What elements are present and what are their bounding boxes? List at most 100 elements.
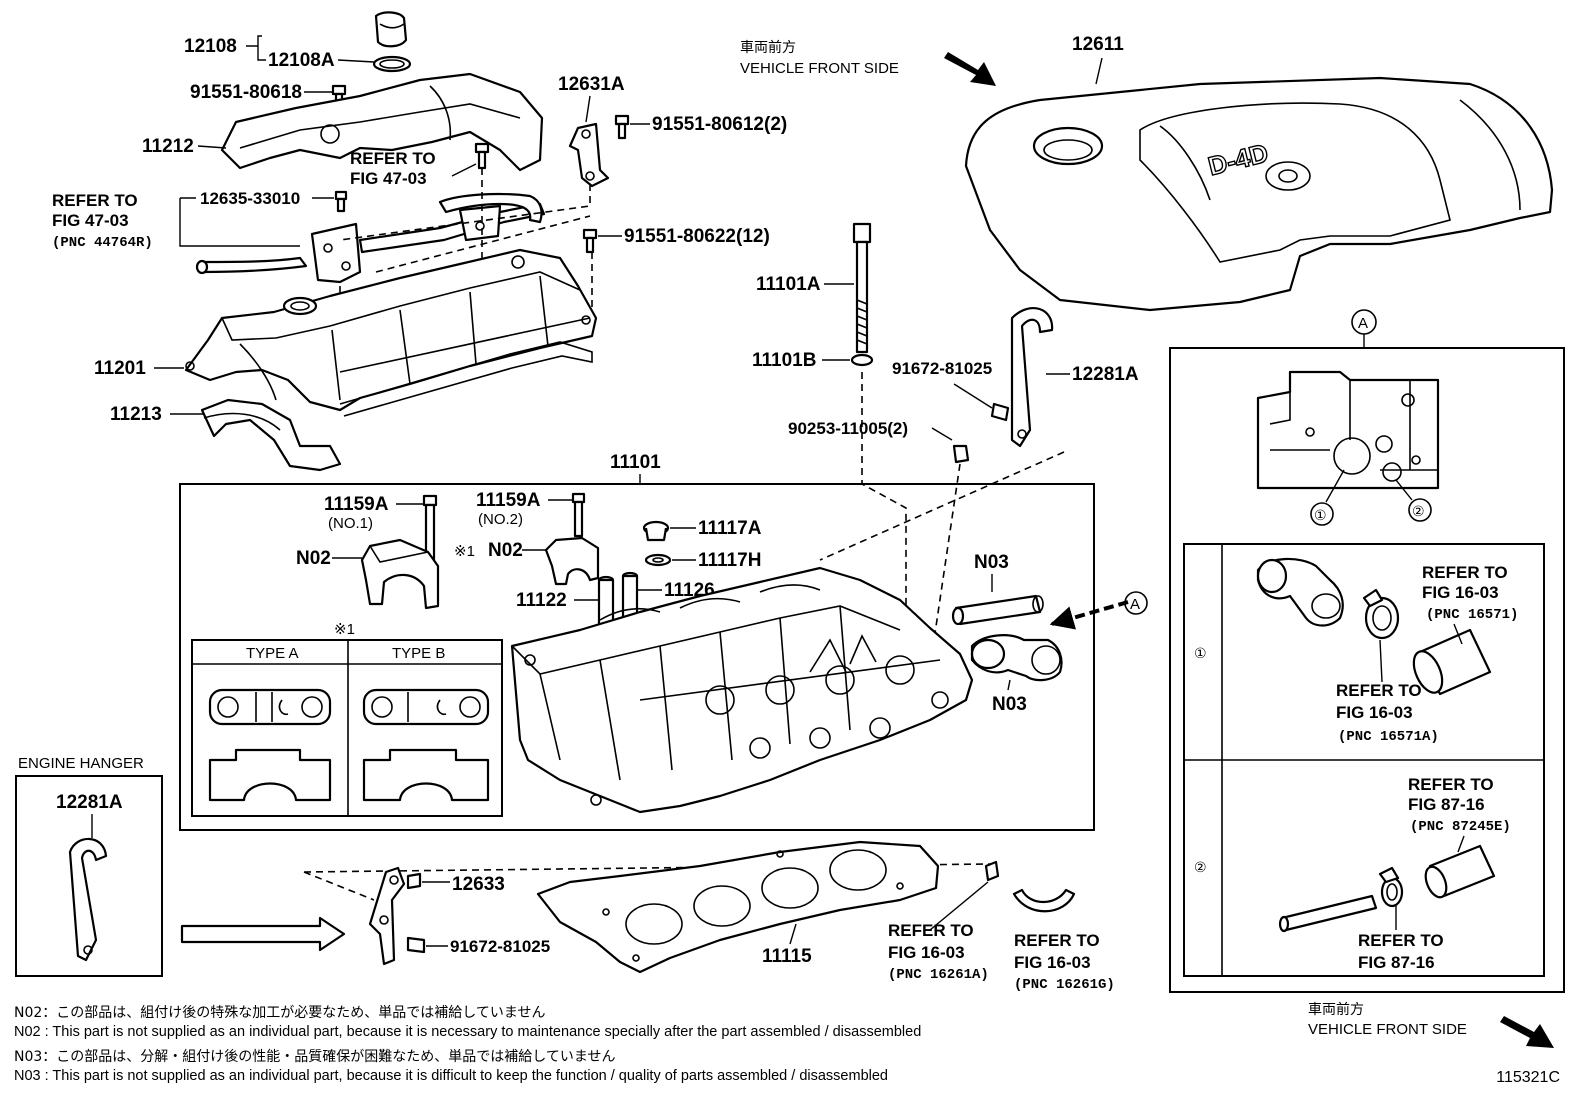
vehicle-front-label: VEHICLE FRONT SIDE (740, 60, 899, 77)
note-n03-en: N03 : This part is not supplied as an in… (14, 1068, 888, 1084)
part-label-11212: 11212 (142, 136, 194, 157)
bracket-12631a (568, 122, 610, 188)
callout-a-circle (1124, 591, 1148, 615)
callout-a-arrow-icon (1049, 600, 1129, 630)
small-hose (1012, 888, 1076, 913)
n02-label: N02 (488, 540, 523, 561)
shim-11117h (644, 553, 672, 567)
part-label-12281a-top: 12281A (1072, 364, 1139, 385)
engine-hanger-box (15, 775, 163, 977)
hose-clamp-16571a (1362, 588, 1400, 640)
refer-to-label: REFER TO (1014, 931, 1100, 950)
refer-fig-label: FIG 47-03 (350, 169, 427, 188)
refer-pnc-label: (PNC 44764R) (52, 235, 153, 251)
row-1-marker: ① (1194, 646, 1207, 662)
refer-pnc-label: (PNC 16571A) (1338, 729, 1439, 745)
refer-fig-label: FIG 16-03 (888, 943, 965, 962)
bolt-12635-33010 (334, 190, 348, 213)
part-label-11159a-no2: 11159A (476, 490, 541, 511)
vehicle-front-arrow-icon (1500, 1016, 1554, 1048)
part-label-91551-80618: 91551-80618 (190, 82, 302, 103)
inset-block-view (1256, 370, 1440, 490)
cam-cap-type-a-icon (208, 688, 332, 802)
cam-cap-type-b-icon (362, 688, 490, 802)
hose-clamp-small (1378, 866, 1404, 908)
cylinder-head-assembly-box (179, 483, 1095, 831)
bracket-12633 (368, 866, 406, 966)
bolt-91672-81025-top (990, 402, 1010, 422)
vehicle-front-jp-label: 車両前方 (740, 39, 796, 56)
refer-fig-label: FIG 16-03 (1014, 953, 1091, 972)
water-pipe-small (1278, 894, 1378, 933)
part-label-11122: 11122 (516, 590, 567, 611)
part-label-11159a-no1: 11159A (324, 494, 389, 515)
inset-table (1183, 543, 1545, 977)
part-label-12631a: 12631A (558, 74, 625, 95)
note-mark: ※1 (454, 543, 475, 560)
vehicle-front-arrow-icon (944, 52, 996, 86)
heater-hose-87245e (1424, 844, 1496, 899)
bolt-11159a-no2 (571, 492, 586, 538)
refer-to-label: REFER TO (1336, 681, 1422, 700)
part-label-91672-81025-top: 91672-81025 (892, 359, 992, 378)
refer-to-label: REFER TO (1358, 931, 1444, 950)
part-label-11117h: 11117H (698, 550, 761, 571)
cylinder-head-cover-11201 (184, 248, 598, 412)
washer-11101b (850, 353, 874, 367)
part-label-91672-81025-bottom: 91672-81025 (450, 937, 550, 956)
engine-hanger-12281a (68, 837, 108, 962)
head-bolt-11101a (852, 222, 872, 354)
type-a-label: TYPE A (246, 645, 299, 662)
part-label-91551-80622: 91551-80622(12) (624, 226, 770, 247)
inset-a-panel (1169, 347, 1565, 993)
refer-pnc-label: (PNC 16261G) (1014, 977, 1115, 993)
head-gasket-11115 (536, 840, 940, 974)
refer-fig-label: FIG 16-03 (1422, 583, 1499, 602)
refer-to-label: REFER TO (350, 149, 436, 168)
callout-a-inset-label: A (1358, 315, 1368, 332)
figure-id: 115321C (1496, 1069, 1560, 1086)
part-label-12635-33010: 12635-33010 (200, 189, 300, 208)
oil-filler-cap (372, 11, 412, 73)
note-mark: ※1 (334, 621, 355, 638)
plug-90253-11005 (952, 444, 970, 464)
refer-fig-label: FIG 16-03 (1336, 703, 1413, 722)
circled-1-label: ① (1314, 508, 1327, 524)
part-label-91551-80612: 91551-80612(2) (652, 114, 787, 135)
circled-2-label: ② (1412, 504, 1425, 520)
refer-pnc-label: (PNC 16571) (1426, 607, 1518, 623)
n03-label: N03 (992, 694, 1027, 715)
part-label-11115: 11115 (762, 946, 812, 967)
water-elbow-n03-b (970, 634, 1063, 682)
bolt-refer-4703 (474, 142, 490, 170)
part-label-11117a: 11117A (698, 518, 762, 539)
part-label-12281a-hanger: 12281A (56, 792, 123, 813)
note-n03-jp: N03：この部品は、分解・組付け後の性能・品質確保が困難なため、単品では補給して… (14, 1049, 616, 1065)
vehicle-front-label: VEHICLE FRONT SIDE (1308, 1021, 1467, 1038)
refer-fig-label: FIG 87-16 (1408, 795, 1485, 814)
part-label-12611: 12611 (1072, 34, 1124, 55)
engine-hanger-12281a-top (1010, 307, 1054, 448)
cam-cap-n02-a (360, 538, 440, 610)
bolt-12633 (406, 872, 422, 890)
note-n02-jp: N02：この部品は、組付け後の特殊な加工が必要なため、単品では補給していません (14, 1005, 546, 1021)
refer-pnc-label: (PNC 16261A) (888, 967, 989, 983)
engine-cover-12611 (964, 76, 1554, 312)
cylinder-head-body (510, 566, 974, 814)
part-label-12108a: 12108A (268, 50, 335, 71)
part-label-11201: 11201 (94, 358, 146, 379)
refer-to-label: REFER TO (888, 921, 974, 940)
refer-to-label: REFER TO (1408, 775, 1494, 794)
dowel-plug (984, 860, 1000, 882)
valve-seal-11117a (642, 520, 670, 542)
row-2-marker: ② (1194, 860, 1207, 876)
cam-cap-n02-b (544, 536, 600, 586)
part-label-12108: 12108 (184, 36, 237, 57)
vehicle-front-jp-label: 車両前方 (1308, 1001, 1364, 1018)
part-label-11213: 11213 (110, 404, 162, 425)
n02-label: N02 (296, 548, 331, 569)
refer-fig-label: FIG 87-16 (1358, 953, 1435, 972)
bolt-91551-80612 (614, 114, 630, 140)
cover-gasket-11213 (200, 341, 593, 472)
